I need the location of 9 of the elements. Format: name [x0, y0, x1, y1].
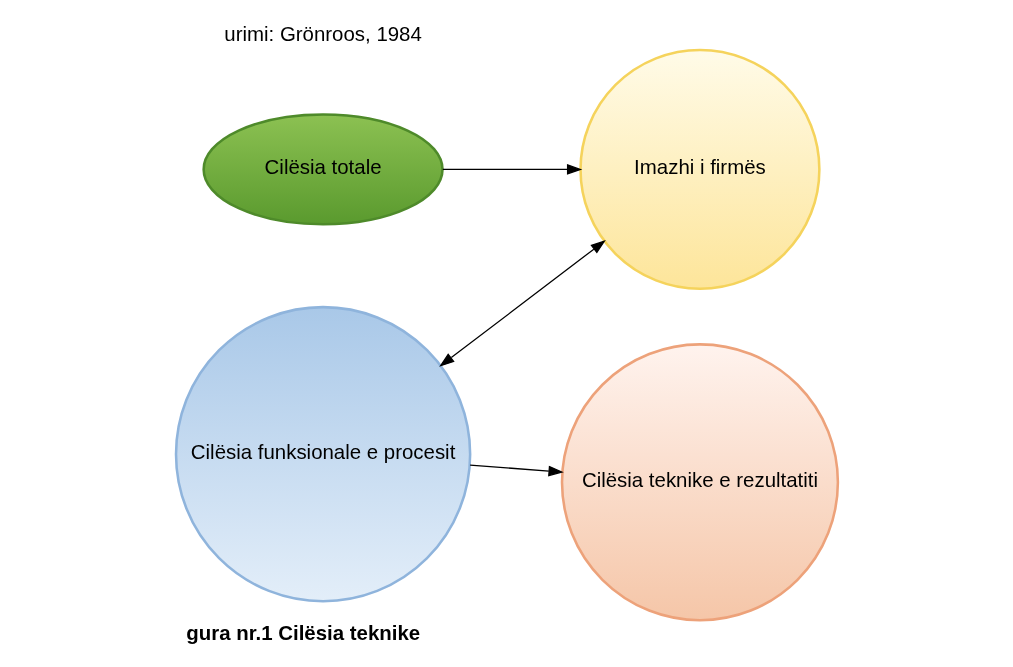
arrow: [438, 240, 606, 367]
node-ellipse: Cilësia totale: [201, 113, 444, 226]
arrow: [441, 164, 582, 175]
label: urimi: Grönroos, 1984: [223, 23, 422, 46]
arrow: [469, 464, 564, 477]
node-circle: Cilësia funksionale e procesit: [174, 305, 471, 603]
node-circle: Imazhi i firmës: [578, 48, 821, 291]
caption: gura nr.1 Cilësia teknike: [185, 622, 420, 645]
node-circle: Cilësia teknike e rezultatiti: [560, 343, 839, 622]
